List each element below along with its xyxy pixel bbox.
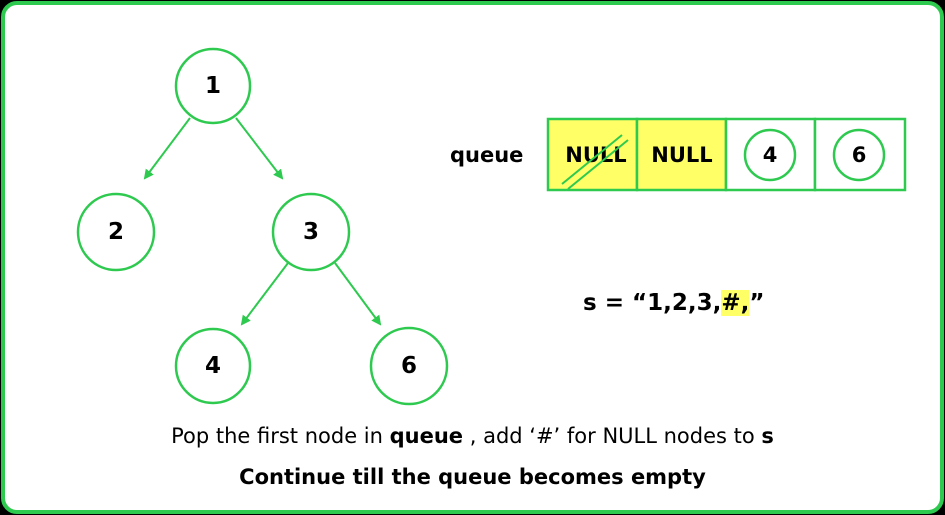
caption-line-2: Continue till the queue becomes empty <box>239 465 706 489</box>
queue-cell-text: 4 <box>763 143 778 167</box>
tree-node-label: 4 <box>205 353 221 379</box>
tree-node-4: 4 <box>174 327 252 405</box>
queue-cell-2: 4 <box>724 117 817 192</box>
queue-cell-3: 6 <box>813 117 907 192</box>
tree-node-3: 3 <box>271 192 351 272</box>
queue-label: queue <box>450 143 524 167</box>
caption-text: Pop the first node in <box>171 424 390 448</box>
tree-node-label: 1 <box>205 73 221 99</box>
tree-node-label: 6 <box>401 353 417 379</box>
caption-line-1: Pop the first node in queue , add ‘#’ fo… <box>0 424 945 448</box>
tree-nodes: 1 2 3 4 6 <box>76 47 449 406</box>
caption-text: , add ‘#’ for NULL nodes to <box>463 424 762 448</box>
tree-node-label: 2 <box>108 219 124 245</box>
serialized-prefix: s = “1,2,3, <box>583 290 722 316</box>
caption-keyword-queue: queue <box>389 424 464 448</box>
serialized-suffix: ” <box>749 290 765 316</box>
tree-node-1: 1 <box>174 47 252 125</box>
queue-cell-text: NULL <box>651 143 712 167</box>
tree-edges <box>143 117 382 326</box>
edge-1-2 <box>143 117 191 180</box>
queue-cell-text: 6 <box>852 143 867 167</box>
queue-cell-1: NULL <box>635 117 728 192</box>
edge-1-3 <box>235 117 284 180</box>
serialized-highlight: #, <box>721 290 750 316</box>
tree-node-6: 6 <box>369 326 449 406</box>
strike-mark <box>561 134 623 185</box>
strike-mark <box>567 139 629 190</box>
queue-array: NULL NULL 4 6 <box>546 117 907 192</box>
caption-keyword-s: s <box>761 424 774 448</box>
tree-node-label: 3 <box>303 219 319 245</box>
edge-3-6 <box>334 262 382 326</box>
tree-node-2: 2 <box>76 192 156 272</box>
serialized-string: s = “1,2,3,#,” <box>583 290 764 316</box>
queue-cell-0: NULL <box>546 117 639 192</box>
edge-3-4 <box>240 262 289 326</box>
